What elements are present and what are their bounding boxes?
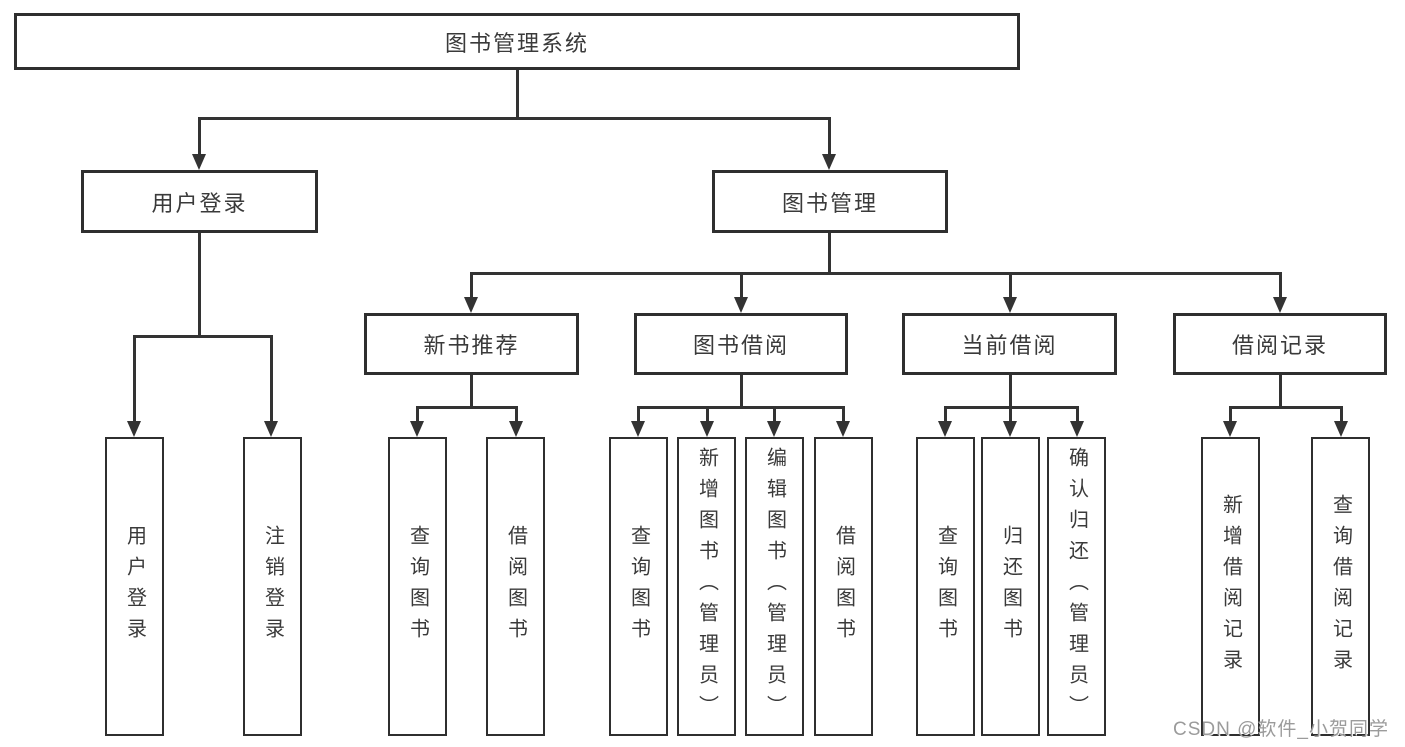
connector-line-h [470, 272, 1282, 275]
node-label: 查询借阅记录 [1329, 493, 1352, 680]
node-library-management-system: 图书管理系统 [14, 13, 1020, 70]
connector-line-v [1076, 406, 1079, 421]
node-label: 确认归还（管理员） [1065, 447, 1088, 726]
node-label: 图书借阅 [692, 333, 789, 358]
node-label: 用户登录 [151, 190, 248, 216]
leaf-borrow-books-2: 借阅图书 [814, 437, 873, 736]
node-book-management: 图书管理 [712, 170, 948, 233]
connector-line-v [1279, 272, 1282, 297]
arrow-down-icon [631, 421, 645, 437]
connector-line-v [198, 117, 201, 154]
connector-line-v [773, 406, 776, 421]
leaf-user-login: 用户登录 [105, 437, 164, 736]
connector-line-v [740, 272, 743, 297]
leaf-add-borrow-record: 新增借阅记录 [1201, 437, 1260, 736]
leaf-query-borrow-record: 查询借阅记录 [1311, 437, 1370, 736]
arrow-down-icon [1003, 297, 1017, 313]
node-label: 用户登录 [123, 524, 146, 649]
connector-line-v [637, 406, 640, 421]
node-label: 借阅图书 [504, 524, 527, 649]
connector-line-h [1229, 406, 1343, 409]
node-label: 图书管理 [781, 190, 878, 216]
arrow-down-icon [836, 421, 850, 437]
connector-line-v [828, 233, 831, 275]
connector-line-v [828, 117, 831, 154]
connector-line-v [1009, 272, 1012, 297]
arrow-down-icon [1223, 421, 1237, 437]
leaf-confirm-return-admin: 确认归还（管理员） [1047, 437, 1106, 736]
leaf-borrow-books: 借阅图书 [486, 437, 545, 736]
arrow-down-icon [264, 421, 278, 437]
node-label: 归还图书 [999, 524, 1022, 649]
connector-line-v [706, 406, 709, 421]
connector-line-v [1279, 375, 1282, 409]
arrow-down-icon [509, 421, 523, 437]
arrow-down-icon [192, 154, 206, 170]
leaf-add-book-admin: 新增图书（管理员） [677, 437, 736, 736]
leaf-query-books-2: 查询图书 [609, 437, 668, 736]
connector-line-h [198, 117, 831, 120]
connector-line-v [470, 272, 473, 297]
arrow-down-icon [1003, 421, 1017, 437]
connector-line-v [1009, 406, 1012, 421]
node-label: 借阅图书 [832, 524, 855, 649]
arrow-down-icon [1273, 297, 1287, 313]
connector-line-v [270, 335, 273, 421]
connector-line-h [133, 335, 273, 338]
arrow-down-icon [734, 297, 748, 313]
connector-line-v [516, 70, 519, 119]
connector-line-v [740, 375, 743, 409]
node-label: 查询图书 [934, 524, 957, 649]
arrow-down-icon [127, 421, 141, 437]
arrow-down-icon [822, 154, 836, 170]
connector-line-v [515, 406, 518, 421]
node-user-login: 用户登录 [81, 170, 318, 233]
connector-line-v [416, 406, 419, 421]
node-current-borrowing: 当前借阅 [902, 313, 1117, 375]
node-label: 查询图书 [406, 524, 429, 649]
node-label: 新书推荐 [423, 333, 520, 358]
arrow-down-icon [464, 297, 478, 313]
node-label: 新增借阅记录 [1219, 493, 1242, 680]
leaf-return-books: 归还图书 [981, 437, 1040, 736]
connector-line-v [1340, 406, 1343, 421]
connector-line-v [1229, 406, 1232, 421]
node-label: 查询图书 [627, 524, 650, 649]
arrow-down-icon [938, 421, 952, 437]
connector-line-v [198, 233, 201, 338]
connector-line-v [133, 335, 136, 421]
connector-line-v [1009, 375, 1012, 409]
connector-line-v [470, 375, 473, 409]
connector-line-h [637, 406, 845, 409]
arrow-down-icon [1070, 421, 1084, 437]
node-label: 新增图书（管理员） [695, 447, 718, 726]
node-label: 图书管理系统 [444, 30, 589, 56]
node-label: 借阅记录 [1231, 333, 1328, 358]
node-label: 当前借阅 [961, 333, 1058, 358]
node-book-borrowing: 图书借阅 [634, 313, 848, 375]
arrow-down-icon [700, 421, 714, 437]
node-new-book-recommendation: 新书推荐 [364, 313, 579, 375]
leaf-query-books: 查询图书 [388, 437, 447, 736]
leaf-logout: 注销登录 [243, 437, 302, 736]
arrow-down-icon [767, 421, 781, 437]
arrow-down-icon [1334, 421, 1348, 437]
connector-line-v [842, 406, 845, 421]
connector-line-h [416, 406, 517, 409]
arrow-down-icon [410, 421, 424, 437]
node-label: 注销登录 [261, 524, 284, 649]
node-label: 编辑图书（管理员） [763, 447, 786, 726]
connector-line-v [944, 406, 947, 421]
leaf-query-books-3: 查询图书 [916, 437, 975, 736]
node-borrowing-records: 借阅记录 [1173, 313, 1387, 375]
leaf-edit-book-admin: 编辑图书（管理员） [745, 437, 804, 736]
csdn-watermark: CSDN @软件_小贺同学 [1173, 719, 1389, 740]
